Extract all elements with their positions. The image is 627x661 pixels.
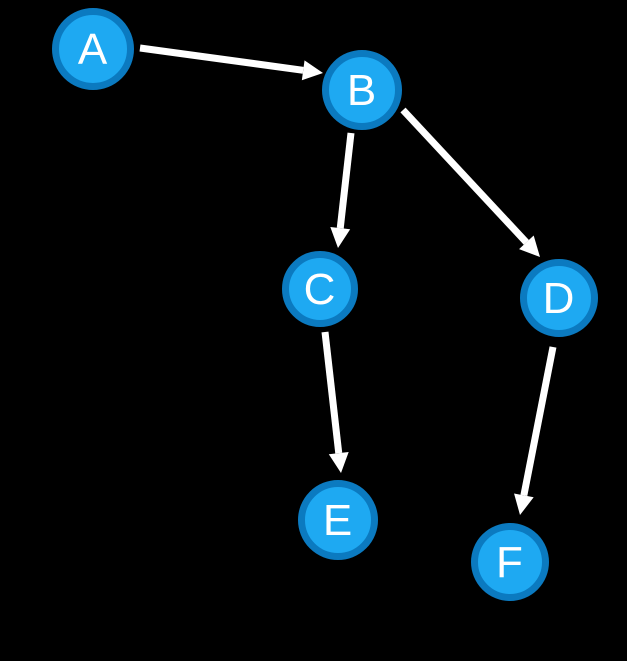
node-circle-C[interactable]	[282, 251, 358, 327]
node-circle-D[interactable]	[520, 259, 598, 337]
node-circle-B[interactable]	[322, 50, 402, 130]
edge-line-B-C	[336, 132, 355, 229]
node-label-E: E	[323, 496, 353, 545]
edge-line-C-E	[321, 331, 343, 454]
edge-C-E	[321, 331, 349, 473]
graph-node-E[interactable]: E	[298, 480, 378, 560]
graph-node-A[interactable]: A	[52, 8, 134, 90]
node-circle-E[interactable]	[298, 480, 378, 560]
arrowhead-icon	[514, 493, 534, 515]
node-circle-A[interactable]	[52, 8, 134, 90]
node-label-F: F	[496, 538, 524, 587]
edge-D-F	[514, 346, 557, 515]
edge-line-A-B	[139, 44, 304, 74]
edge-A-B	[139, 44, 323, 81]
graph-node-C[interactable]: C	[282, 251, 358, 327]
edge-B-C	[330, 132, 355, 248]
node-label-A: A	[78, 25, 108, 74]
graph-node-D[interactable]: D	[520, 259, 598, 337]
nodes-layer: A B C D E F	[52, 8, 598, 601]
graph-node-B[interactable]: B	[322, 50, 402, 130]
node-label-D: D	[543, 274, 576, 323]
node-label-C: C	[304, 265, 337, 314]
arrowhead-icon	[330, 227, 351, 248]
graph-node-F[interactable]: F	[471, 523, 549, 601]
node-circle-F[interactable]	[471, 523, 549, 601]
edge-line-B-D	[400, 107, 529, 245]
edge-line-D-F	[520, 346, 557, 497]
edges-layer	[139, 44, 557, 515]
arrowhead-icon	[519, 235, 540, 257]
node-label-B: B	[347, 66, 377, 115]
arrowhead-icon	[328, 452, 349, 473]
arrowhead-icon	[301, 60, 323, 81]
edge-B-D	[400, 107, 540, 257]
